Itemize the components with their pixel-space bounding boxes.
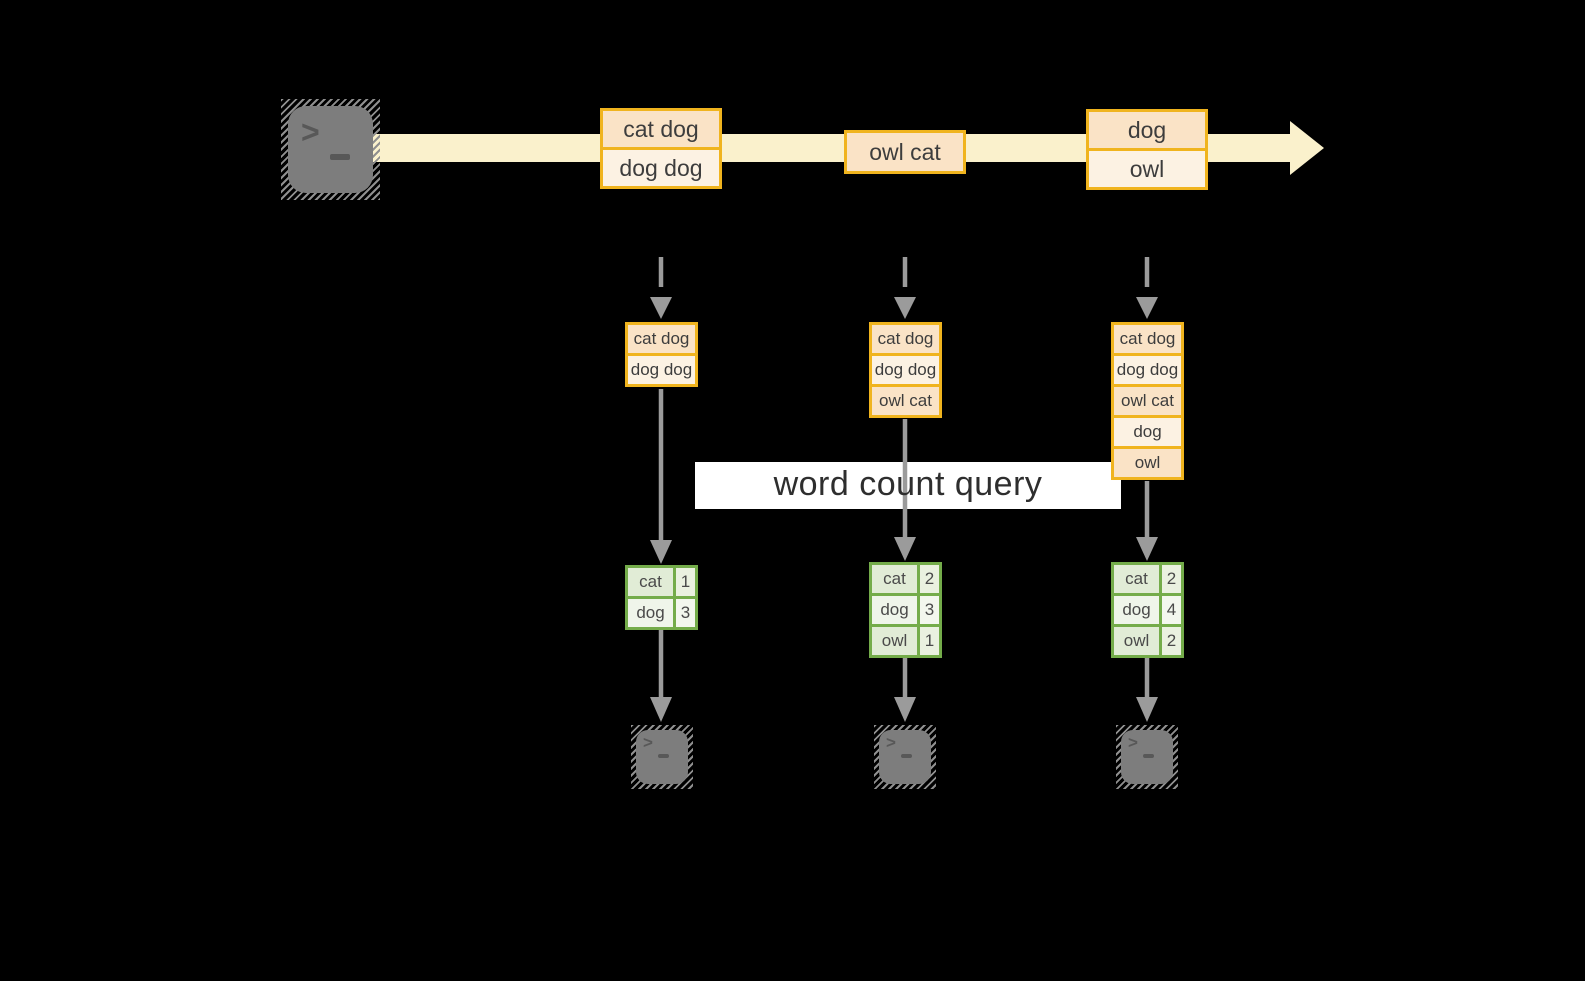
terminal-output-screen: > bbox=[879, 730, 931, 784]
stream-record: owl cat bbox=[847, 133, 963, 171]
count-cell: 2 bbox=[1162, 627, 1181, 655]
terminal-output-icon: > bbox=[874, 725, 936, 789]
count-table-3: cat 2 dog 4 owl 2 bbox=[1111, 562, 1184, 658]
count-cell: 1 bbox=[920, 627, 939, 655]
word-cell: cat bbox=[872, 565, 917, 593]
table-row: cat 1 bbox=[628, 568, 695, 596]
table-row: dog 3 bbox=[872, 596, 939, 624]
prompt-underscore-icon bbox=[658, 754, 669, 758]
count-cell: 3 bbox=[920, 596, 939, 624]
prompt-underscore-icon bbox=[901, 754, 912, 758]
terminal-source-screen: > bbox=[288, 106, 373, 193]
word-cell: dog bbox=[628, 599, 673, 627]
count-cell: 2 bbox=[920, 565, 939, 593]
count-cell: 4 bbox=[1162, 596, 1181, 624]
table-row: cat 2 bbox=[872, 565, 939, 593]
state-record: owl bbox=[1114, 449, 1181, 477]
word-cell: dog bbox=[1114, 596, 1159, 624]
word-cell: owl bbox=[1114, 627, 1159, 655]
state-record: dog dog bbox=[1114, 356, 1181, 384]
stream-record: dog dog bbox=[603, 150, 719, 186]
table-row: owl 2 bbox=[1114, 627, 1181, 655]
state-record: cat dog bbox=[628, 325, 695, 353]
prompt-chevron-icon: > bbox=[643, 733, 653, 752]
col1-query-arrowhead bbox=[650, 540, 672, 564]
word-cell: dog bbox=[872, 596, 917, 624]
prompt-chevron-icon: > bbox=[301, 114, 320, 150]
col1-ingest-arrowhead bbox=[650, 297, 672, 319]
table-row: owl 1 bbox=[872, 627, 939, 655]
word-cell: owl bbox=[872, 627, 917, 655]
state-record: dog bbox=[1114, 418, 1181, 446]
terminal-source-icon: > bbox=[281, 99, 380, 200]
stream-batch-2: owl cat bbox=[844, 130, 966, 174]
prompt-underscore-icon bbox=[330, 154, 350, 160]
state-record: owl cat bbox=[872, 387, 939, 415]
count-table-1: cat 1 dog 3 bbox=[625, 565, 698, 630]
query-label: word count query bbox=[773, 465, 1043, 503]
prompt-chevron-icon: > bbox=[1128, 733, 1138, 752]
prompt-chevron-icon: > bbox=[886, 733, 896, 752]
state-box-3: cat dog dog dog owl cat dog owl bbox=[1111, 322, 1184, 480]
col3-ingest-arrowhead bbox=[1136, 297, 1158, 319]
count-cell: 1 bbox=[676, 568, 695, 596]
state-record: cat dog bbox=[1114, 325, 1181, 353]
table-row: cat 2 bbox=[1114, 565, 1181, 593]
stream-record: dog bbox=[1089, 112, 1205, 148]
stream-batch-1: cat dog dog dog bbox=[600, 108, 722, 189]
terminal-output-icon: > bbox=[1116, 725, 1178, 789]
table-row: dog 4 bbox=[1114, 596, 1181, 624]
terminal-output-icon: > bbox=[631, 725, 693, 789]
terminal-output-screen: > bbox=[636, 730, 688, 784]
state-box-1: cat dog dog dog bbox=[625, 322, 698, 387]
state-record: owl cat bbox=[1114, 387, 1181, 415]
table-row: dog 3 bbox=[628, 599, 695, 627]
stream-arrow-head bbox=[1290, 121, 1324, 175]
state-record: dog dog bbox=[628, 356, 695, 384]
prompt-underscore-icon bbox=[1143, 754, 1154, 758]
col2-ingest-arrowhead bbox=[894, 297, 916, 319]
word-cell: cat bbox=[628, 568, 673, 596]
stream-record: cat dog bbox=[603, 111, 719, 147]
col3-output-arrowhead bbox=[1136, 697, 1158, 722]
query-label-band bbox=[695, 462, 1121, 509]
state-record: dog dog bbox=[872, 356, 939, 384]
count-table-2: cat 2 dog 3 owl 1 bbox=[869, 562, 942, 658]
count-cell: 3 bbox=[676, 599, 695, 627]
word-cell: cat bbox=[1114, 565, 1159, 593]
stream-record: owl bbox=[1089, 151, 1205, 187]
count-cell: 2 bbox=[1162, 565, 1181, 593]
col2-output-arrowhead bbox=[894, 697, 916, 722]
state-record: cat dog bbox=[872, 325, 939, 353]
stream-batch-3: dog owl bbox=[1086, 109, 1208, 190]
col3-query-arrowhead bbox=[1136, 537, 1158, 561]
col2-query-arrowhead bbox=[894, 537, 916, 561]
col1-output-arrowhead bbox=[650, 697, 672, 722]
state-box-2: cat dog dog dog owl cat bbox=[869, 322, 942, 418]
terminal-output-screen: > bbox=[1121, 730, 1173, 784]
